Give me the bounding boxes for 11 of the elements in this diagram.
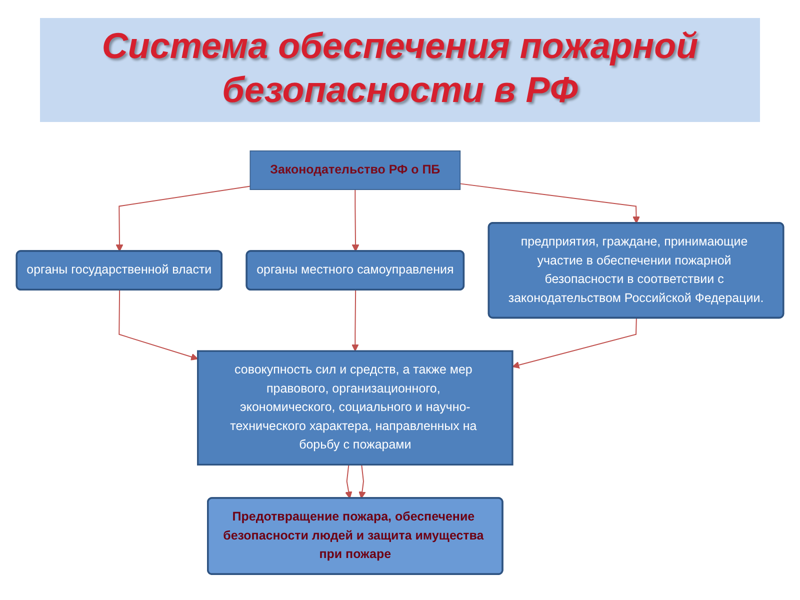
title: Система обеспечения пожарной безопасности в РФ <box>100 24 700 112</box>
arrow <box>352 290 359 352</box>
arrow <box>358 464 366 499</box>
arrow <box>512 318 637 369</box>
node-box: Законодательство РФ о ПБ <box>250 150 461 190</box>
arrow <box>345 464 352 499</box>
arrow <box>352 189 360 252</box>
arrow <box>118 290 198 360</box>
arrow <box>116 186 251 252</box>
arrow <box>460 183 640 224</box>
node-box: совокупность сил и средств, а также мер правового, организационного, экономического, социального и научно-технического характера, направленных на борьбу с пожарами <box>197 350 514 466</box>
